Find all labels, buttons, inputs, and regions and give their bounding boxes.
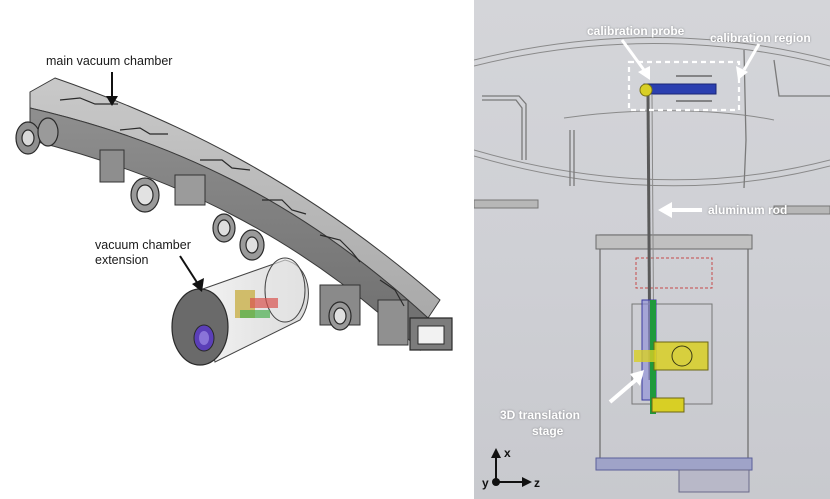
label-main-vacuum-chamber: main vacuum chamber — [46, 54, 173, 68]
label-translation-stage-2: stage — [532, 424, 564, 438]
axis-label-x: x — [504, 446, 511, 460]
arrow-extension — [179, 255, 204, 292]
label-vacuum-chamber-extension-1: vacuum chamber — [95, 238, 191, 252]
calibration-probe — [643, 83, 717, 95]
cad-section-panel: calibration probe calibration region alu… — [474, 0, 830, 499]
flange-ports — [15, 117, 352, 331]
label-calibration-probe: calibration probe — [587, 24, 685, 38]
cad-isometric-panel: main vacuum chamber vacuum chamber exten… — [15, 54, 453, 366]
chamber-arcs — [474, 37, 830, 187]
calibration-region-box — [627, 60, 741, 112]
axis-label-y: y — [482, 476, 489, 490]
ribbed-bar — [773, 205, 830, 215]
chamber-block — [377, 299, 409, 346]
ribbed-bar — [474, 199, 539, 209]
label-translation-stage-1: 3D translation — [500, 408, 581, 422]
arrows-right — [608, 39, 761, 404]
label-calibration-region: calibration region — [710, 31, 811, 45]
extension-cylinder — [171, 257, 309, 366]
coordinate-axes — [491, 448, 532, 487]
label-aluminum-rod: aluminum rod — [708, 203, 788, 217]
red-box — [635, 257, 713, 289]
tubes — [482, 49, 830, 189]
label-vacuum-chamber-extension-2: extension — [95, 253, 149, 267]
arrow-main-chamber — [106, 72, 118, 106]
frame-bottom-plate — [595, 457, 753, 471]
tubing-lines — [59, 97, 405, 307]
chamber-block — [174, 174, 206, 206]
translation-stage — [631, 299, 713, 414]
section-drawing — [474, 37, 830, 493]
chamber-block — [99, 149, 125, 183]
base-block — [678, 469, 750, 493]
isometric-drawing — [15, 72, 453, 366]
axis-label-z: z — [534, 476, 540, 490]
frame-top-plate — [595, 234, 753, 250]
